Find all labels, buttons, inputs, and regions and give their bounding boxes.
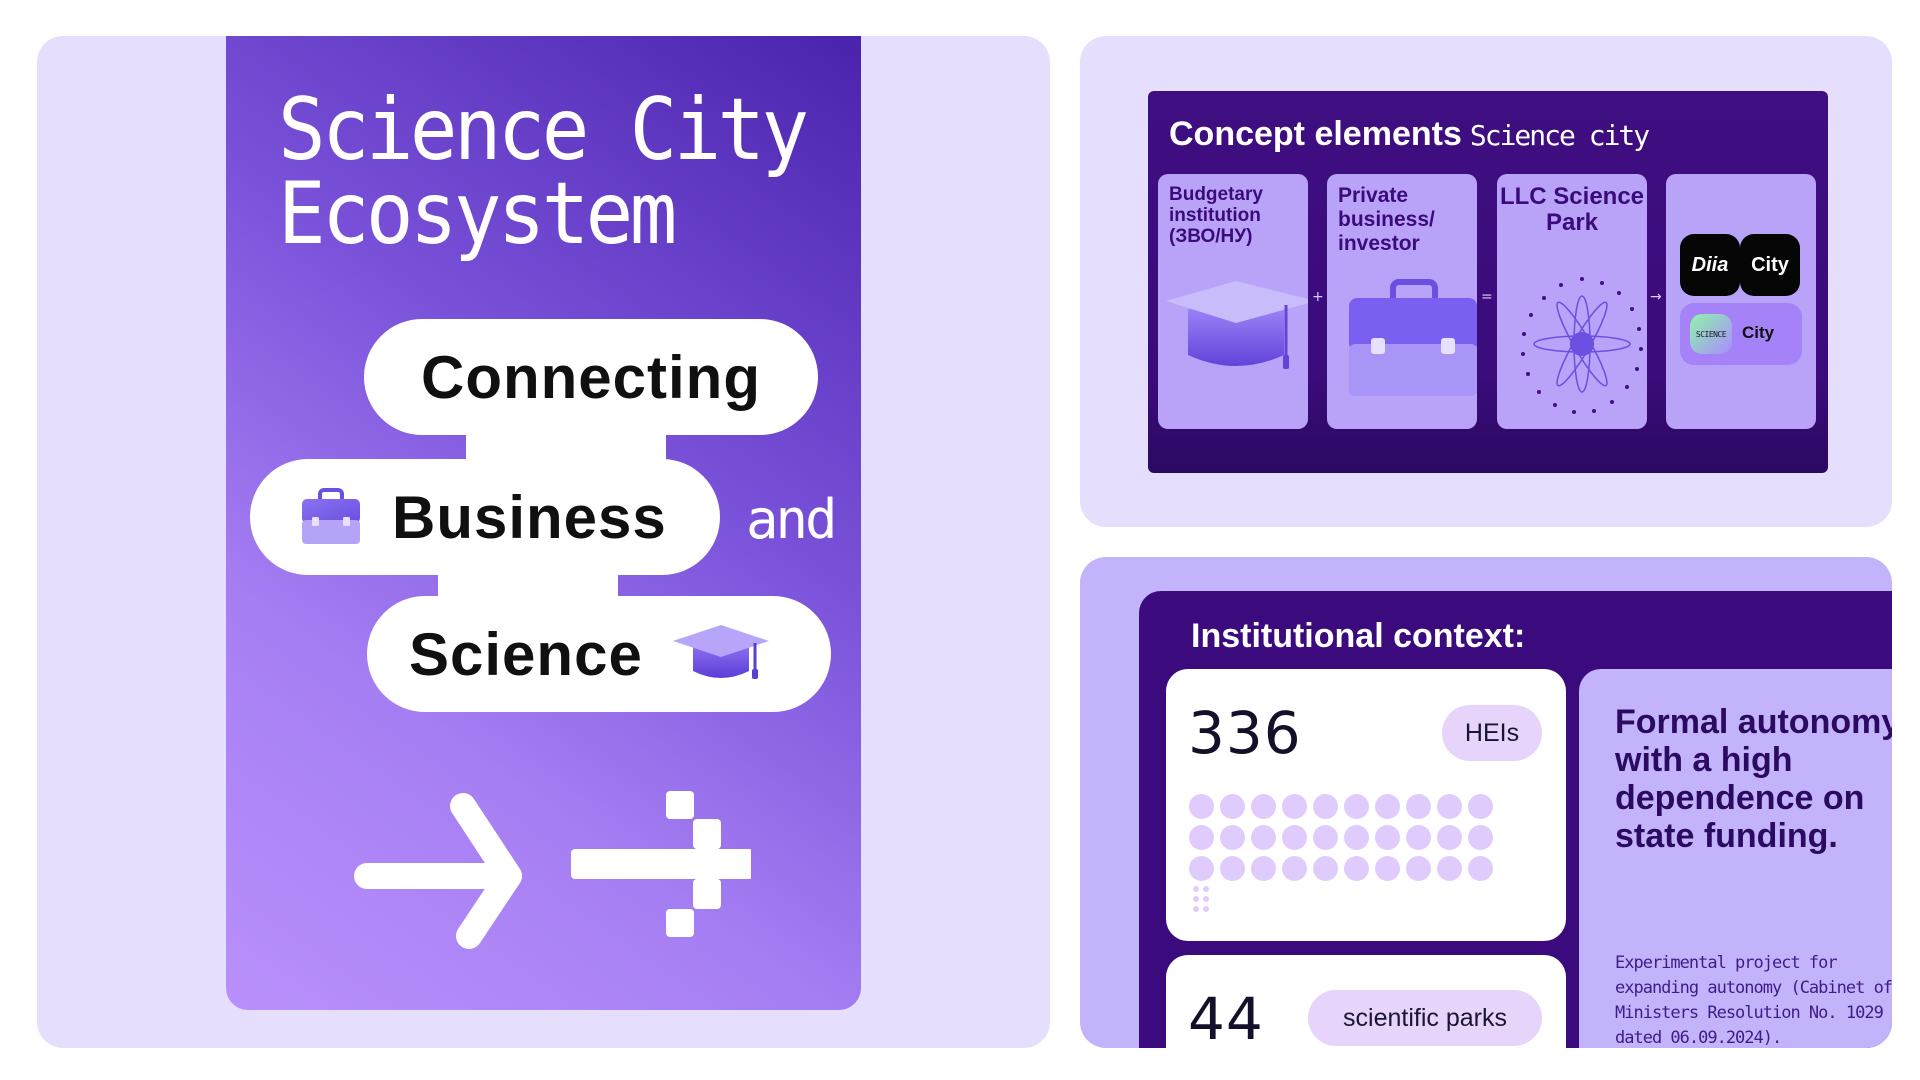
graduation-cap-icon bbox=[1166, 281, 1308, 369]
dot bbox=[1468, 825, 1493, 850]
science-city-word: City bbox=[1742, 323, 1775, 342]
dot bbox=[1344, 856, 1369, 881]
concept-card-logos: Diia City SCIENCE City bbox=[1666, 174, 1816, 429]
arrow-operator: → bbox=[1650, 289, 1662, 305]
science-label: Science bbox=[409, 620, 643, 688]
dot bbox=[1375, 856, 1400, 881]
dot bbox=[1468, 794, 1493, 819]
dot bbox=[1375, 794, 1400, 819]
poster: Science City Ecosystem Connecting bbox=[226, 36, 861, 1010]
science-city-logo: SCIENCE City bbox=[1680, 303, 1802, 365]
dot bbox=[1344, 825, 1369, 850]
concept-card-label: Private business/ investor bbox=[1338, 184, 1435, 255]
institutional-slide: Institutional context: 336 HEIs 44 scien… bbox=[1139, 591, 1892, 1048]
dot bbox=[1282, 856, 1307, 881]
poster-title: Science City Ecosystem bbox=[278, 80, 809, 264]
concept-title-main: Concept elements bbox=[1169, 115, 1462, 153]
autonomy-note: Experimental project for expanding auton… bbox=[1615, 953, 1892, 1048]
dot bbox=[1282, 825, 1307, 850]
stat-card-parks: 44 scientific parks bbox=[1166, 955, 1566, 1048]
stat-tag: scientific parks bbox=[1308, 990, 1542, 1046]
poster-title-line1: Science City bbox=[278, 80, 809, 180]
autonomy-card: Formal autonomy with a high dependence o… bbox=[1579, 669, 1892, 1048]
business-pill: Business bbox=[250, 459, 720, 575]
atom-icon bbox=[1521, 277, 1643, 414]
dot bbox=[1437, 794, 1462, 819]
poster-panel: Science City Ecosystem Connecting bbox=[37, 36, 1050, 1048]
dot bbox=[1437, 825, 1462, 850]
concept-card-label: Budgetary institution (ЗВО/НУ) bbox=[1169, 184, 1263, 247]
concept-card-science-park: LLC Science Park bbox=[1497, 174, 1647, 429]
dot bbox=[1220, 794, 1245, 819]
connecting-pill: Connecting bbox=[364, 319, 818, 435]
arrow-right-icon bbox=[354, 793, 522, 949]
dot bbox=[1313, 856, 1338, 881]
plus-operator: + bbox=[1312, 289, 1324, 305]
dot bbox=[1251, 856, 1276, 881]
equals-operator: = bbox=[1481, 289, 1493, 305]
briefcase-icon bbox=[302, 488, 360, 544]
dot bbox=[1251, 825, 1276, 850]
dot bbox=[1189, 856, 1214, 881]
concept-subtitle: Science city bbox=[1469, 119, 1650, 152]
and-label: and bbox=[746, 488, 838, 551]
science-chip: SCIENCE bbox=[1690, 314, 1732, 354]
concept-card-budgetary: Budgetary institution (ЗВО/НУ) bbox=[1158, 174, 1308, 429]
stat-tag: HEIs bbox=[1442, 705, 1542, 761]
concept-card-private-business: Private business/ investor bbox=[1327, 174, 1477, 429]
stat-number: 336 bbox=[1188, 699, 1302, 767]
dot bbox=[1313, 794, 1338, 819]
dot bbox=[1437, 856, 1462, 881]
graduation-cap-icon bbox=[672, 625, 769, 679]
concept-card-label: LLC Science Park bbox=[1499, 183, 1645, 236]
science-pill: Science bbox=[367, 596, 831, 712]
dot bbox=[1375, 825, 1400, 850]
dot bbox=[1406, 825, 1431, 850]
pixel-arrow-icon bbox=[571, 791, 751, 937]
dot bbox=[1251, 794, 1276, 819]
stat-card-heis: 336 HEIs bbox=[1166, 669, 1566, 941]
dot bbox=[1468, 856, 1493, 881]
dot bbox=[1282, 794, 1307, 819]
dot bbox=[1189, 794, 1214, 819]
dot bbox=[1220, 856, 1245, 881]
institutional-panel: Institutional context: 336 HEIs 44 scien… bbox=[1080, 557, 1892, 1048]
business-label: Business bbox=[392, 483, 667, 551]
dot bbox=[1189, 825, 1214, 850]
briefcase-icon bbox=[1349, 279, 1477, 396]
poster-title-line2: Ecosystem bbox=[278, 164, 677, 264]
dot bbox=[1344, 794, 1369, 819]
dot bbox=[1313, 825, 1338, 850]
institutional-title: Institutional context: bbox=[1191, 617, 1526, 655]
stat-number: 44 bbox=[1188, 985, 1264, 1048]
autonomy-text: Formal autonomy with a high dependence o… bbox=[1615, 703, 1892, 855]
dot bbox=[1220, 825, 1245, 850]
dot bbox=[1406, 856, 1431, 881]
dot bbox=[1406, 794, 1431, 819]
diia-city-logo: City bbox=[1740, 234, 1800, 296]
mini-dot-grid bbox=[1193, 886, 1209, 912]
connecting-label: Connecting bbox=[421, 343, 761, 411]
diia-logo: Diia bbox=[1680, 234, 1740, 296]
dot-grid bbox=[1189, 794, 1509, 881]
